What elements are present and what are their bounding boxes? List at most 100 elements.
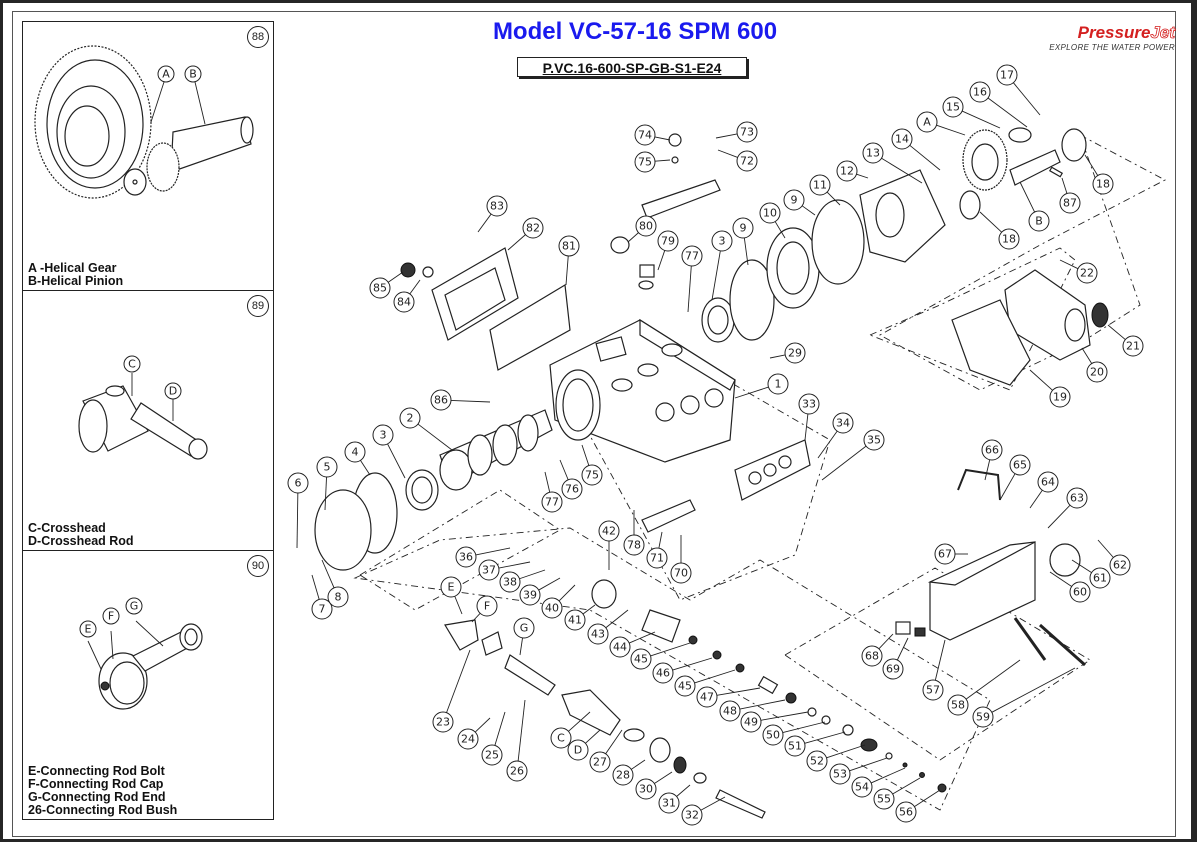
callout-78: 78 xyxy=(623,534,645,556)
leader-line xyxy=(716,687,761,696)
inset-caption: E-Connecting Rod Bolt F-Connecting Rod C… xyxy=(28,765,177,817)
leader-line xyxy=(519,637,523,656)
leader-line xyxy=(360,460,371,476)
eye-bolt xyxy=(610,236,630,254)
svg-text:50: 50 xyxy=(766,729,780,742)
svg-text:76: 76 xyxy=(565,483,579,496)
svg-text:84: 84 xyxy=(397,296,411,309)
svg-text:E: E xyxy=(448,581,455,594)
svg-text:55: 55 xyxy=(877,793,891,806)
svg-text:18: 18 xyxy=(1002,233,1016,246)
inset-caption: C-Crosshead D-Crosshead Rod xyxy=(28,522,134,548)
part-number: P.VC.16-600-SP-GB-S1-E24 xyxy=(542,60,722,76)
callout-27: 27 xyxy=(589,751,611,773)
leader-line xyxy=(965,659,1021,700)
callout-f: F xyxy=(476,595,498,617)
leader-line xyxy=(477,213,492,233)
leader-line xyxy=(739,699,786,710)
inset-callout-a: A xyxy=(157,65,175,83)
svg-text:65: 65 xyxy=(1013,459,1027,472)
leader-line xyxy=(760,711,809,721)
callout-66: 66 xyxy=(981,439,1003,461)
inset-callout-e: E xyxy=(79,620,97,638)
callout-53: 53 xyxy=(829,763,851,785)
callout-44: 44 xyxy=(609,636,631,658)
leader-line xyxy=(817,430,838,459)
callout-12: 12 xyxy=(836,160,858,182)
leader-line xyxy=(782,721,826,734)
assembly-boundary-manifold xyxy=(784,567,1091,761)
leader-line xyxy=(1061,177,1068,194)
leader-line xyxy=(711,250,721,301)
svg-text:9: 9 xyxy=(791,194,798,207)
leader-line xyxy=(934,639,946,681)
leader-line xyxy=(321,559,335,589)
callout-86: 86 xyxy=(430,389,452,411)
inset-callout-g: G xyxy=(125,597,143,615)
caption-rod-bolt: E-Connecting Rod Bolt xyxy=(28,764,165,778)
leader-line xyxy=(909,144,941,171)
svg-text:68: 68 xyxy=(865,650,879,663)
svg-text:B: B xyxy=(189,68,197,81)
leader-line xyxy=(821,445,867,481)
leader-line xyxy=(849,757,888,772)
leader-line xyxy=(568,711,591,732)
callout-83: 83 xyxy=(486,195,508,217)
svg-text:1: 1 xyxy=(775,378,782,391)
svg-text:35: 35 xyxy=(867,434,881,447)
callout-37: 37 xyxy=(478,559,500,581)
callout-19: 19 xyxy=(1049,386,1071,408)
leader-line xyxy=(627,232,639,243)
svg-text:17: 17 xyxy=(1000,69,1014,82)
callout-36: 36 xyxy=(455,546,477,568)
manifold-cover xyxy=(1049,543,1081,577)
seal-housing xyxy=(591,579,617,609)
svg-text:46: 46 xyxy=(656,667,670,680)
callout-4: 4 xyxy=(344,441,366,463)
svg-text:51: 51 xyxy=(788,740,802,753)
drain-pipe xyxy=(957,468,1001,501)
leader-line xyxy=(581,444,590,466)
leader-line xyxy=(1047,504,1071,529)
callout-48: 48 xyxy=(719,700,741,722)
svg-text:54: 54 xyxy=(855,781,869,794)
inset-callout-b: B xyxy=(184,65,202,83)
callout-41: 41 xyxy=(564,609,586,631)
svg-text:38: 38 xyxy=(503,576,517,589)
leader-line xyxy=(585,729,601,744)
leader-line xyxy=(801,205,816,216)
svg-text:56: 56 xyxy=(899,806,913,819)
callout-81: 81 xyxy=(558,235,580,257)
leader-line xyxy=(409,279,421,295)
svg-text:69: 69 xyxy=(886,663,900,676)
svg-text:23: 23 xyxy=(436,716,450,729)
svg-text:73: 73 xyxy=(740,126,754,139)
callout-42: 42 xyxy=(598,520,620,542)
svg-text:14: 14 xyxy=(895,133,909,146)
callout-45: 45 xyxy=(630,648,652,670)
callout-67: 67 xyxy=(934,543,956,565)
callout-50: 50 xyxy=(762,724,784,746)
callout-15: 15 xyxy=(942,96,964,118)
svg-text:61: 61 xyxy=(1093,572,1107,585)
callout-2: 2 xyxy=(399,407,421,429)
leader-line xyxy=(1097,539,1114,558)
callout-65: 65 xyxy=(1009,454,1031,476)
leader-line xyxy=(475,547,511,556)
leader-line xyxy=(769,354,786,359)
svg-text:62: 62 xyxy=(1113,559,1127,572)
leader-line xyxy=(743,237,749,266)
leader-line xyxy=(826,191,841,206)
leader-line xyxy=(1029,369,1053,391)
callout-18: 18 xyxy=(998,228,1020,250)
leader-line xyxy=(494,711,506,746)
callout-17: 17 xyxy=(996,64,1018,86)
leader-line xyxy=(774,221,786,239)
caption-rod-cap: F-Connecting Rod Cap xyxy=(28,777,164,791)
callout-87: 87 xyxy=(1059,192,1081,214)
svg-text:60: 60 xyxy=(1073,586,1087,599)
svg-text:81: 81 xyxy=(562,240,576,253)
crankshaft xyxy=(439,409,553,491)
svg-text:G: G xyxy=(130,600,139,613)
